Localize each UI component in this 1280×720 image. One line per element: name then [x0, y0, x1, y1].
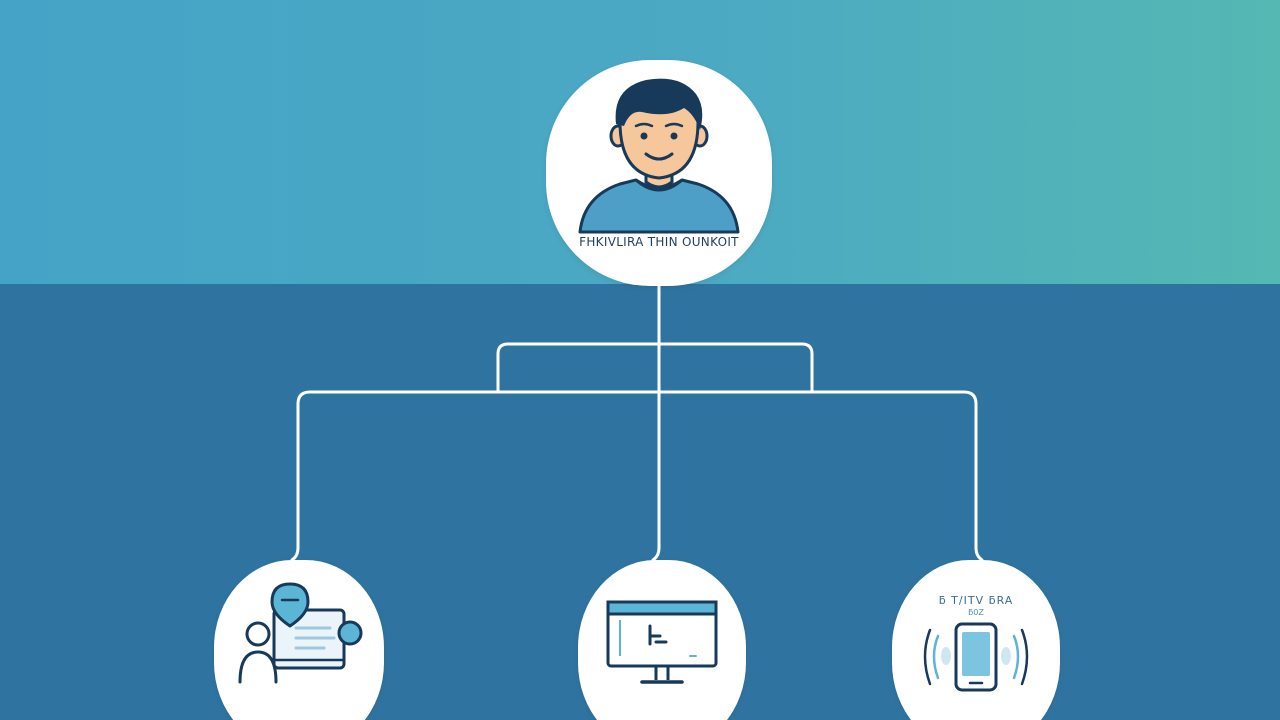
inner-branch	[496, 342, 661, 394]
child-node-right: ƃ T/ITV ƃRA ƃ0Z	[892, 560, 1060, 720]
right-node-label: ƃ T/ITV ƃRA	[938, 594, 1014, 607]
right-drop	[962, 390, 984, 562]
inner-branch-right	[657, 342, 814, 394]
child-node-middle	[578, 560, 746, 720]
person-avatar-icon	[578, 78, 740, 234]
right-node-sublabel: ƃ0Z	[968, 608, 984, 617]
left-drop	[290, 390, 312, 562]
monitor-icon	[606, 600, 718, 684]
root-node: FHKIVLIRA THIN OUNKOIT	[546, 60, 772, 286]
user-chat-icon	[238, 582, 363, 684]
child-node-left	[214, 560, 384, 720]
center-drop	[651, 342, 661, 562]
root-node-label: FHKIVLIRA THIN OUNKOIT	[579, 235, 739, 249]
smartphone-icon	[923, 622, 1029, 692]
